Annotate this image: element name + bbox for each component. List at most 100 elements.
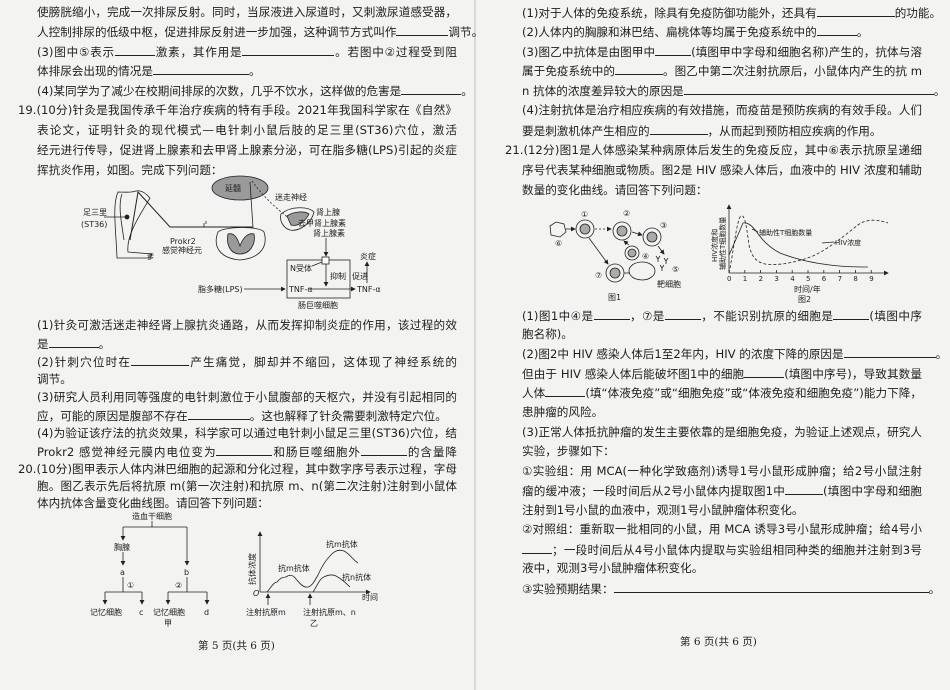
answer-blank[interactable]: [114, 43, 155, 56]
label-anti-m-first: 抗m抗体: [278, 563, 310, 573]
text-segment: 瘤的缓冲液；一段时间后从2号小鼠体内提取图1中: [522, 484, 786, 498]
answer-blank[interactable]: [593, 307, 630, 320]
label-b: b: [184, 568, 189, 577]
label-apc-6: ⑥: [555, 239, 562, 248]
text-segment: (1)对于人体的免疫系统，除具有免疫防御功能外，还具有: [522, 6, 817, 20]
text-segment: 调节。: [37, 372, 72, 386]
answer-blank[interactable]: [242, 43, 335, 56]
text-segment: 。: [98, 337, 111, 351]
text-segment: 胞名称)。: [522, 327, 573, 341]
text-segment: (填“体液免疫”或“细胞免疫”或“体液免疫和细胞免疫”)能力下降，增加人体: [585, 386, 922, 400]
text-segment: 液中，观测3号小鼠肿瘤体积变化。: [522, 561, 704, 575]
answer-blank[interactable]: [131, 353, 190, 366]
label-c: c: [139, 608, 143, 617]
hiv-concentration-curve: [728, 215, 889, 274]
text-line: 体内抗体含量变化曲线图。请回答下列问题：: [37, 495, 457, 511]
text-segment: 是: [37, 337, 49, 351]
answer-blank[interactable]: [816, 4, 895, 17]
x-tick-label: 4: [790, 275, 795, 283]
answer-blank[interactable]: [216, 443, 273, 456]
label-helper-t-cell: 辅助性T细胞数量: [759, 228, 812, 237]
answer-blank[interactable]: [396, 23, 449, 36]
x-tick-label: 3: [774, 275, 778, 283]
answer-blank[interactable]: [522, 541, 552, 554]
text-line: n 抗体的浓度差异较大的原因是。: [522, 82, 945, 98]
answer-blank[interactable]: [785, 482, 824, 495]
label-macrophage: 肠巨噬细胞: [298, 300, 338, 310]
x-tick-label: 8: [853, 275, 857, 283]
label-antibody-concentration: 抗体浓度: [247, 553, 257, 585]
label-origin: O: [253, 589, 259, 598]
text-line: 人控制排尿的低级中枢，促进排尿反射进一步加强，这种调节方式叫作调节。: [37, 23, 483, 39]
text-line: 体排尿会出现的情况是。: [37, 62, 457, 78]
x-tick-label: 1: [743, 275, 747, 283]
answer-blank[interactable]: [843, 345, 936, 358]
text-segment: 序号代表某种细胞或物质。图2是 HIV 感染人体后，血液中的 HIV 浓度和辅助…: [522, 163, 922, 177]
text-segment: 。: [928, 582, 941, 596]
fig21-hiv-graph: [726, 204, 889, 276]
text-segment: ，⑦是: [629, 309, 665, 323]
text-line: 要是刺激机体产生相应的，从而起到预防相应疾病的作用。: [522, 122, 922, 138]
medulla-shape: [211, 175, 269, 201]
text-line: 胞。图乙表示先后将抗原 m(第一次注射)和抗原 m、n(第二次注射)注射到小鼠体…: [37, 478, 457, 494]
text-segment: (3)图中⑤表示: [37, 45, 115, 59]
answer-blank[interactable]: [152, 62, 249, 75]
label-a: a: [120, 568, 125, 577]
label-cell-3: ③: [660, 221, 667, 230]
text-segment: 。: [461, 84, 473, 98]
label-target-cell: 靶细胞: [657, 279, 681, 289]
cell-2: [612, 221, 632, 241]
label-antibody-5: ⑤: [672, 265, 679, 274]
fig21-2-labels: HIV浓度和 辅助性T细胞数量 时间/年 图2 辅助性T细胞数量 HIV浓度 0…: [710, 217, 874, 304]
text-line: Prokr2 感觉神经元膜内电位变为和肠巨噬细胞外的含量降低。: [37, 443, 457, 459]
text-segment: 调节。: [448, 25, 484, 39]
answer-blank[interactable]: [613, 580, 929, 593]
label-thymus: 胸腺: [114, 542, 130, 552]
text-segment: (填图甲中字母和细胞名称)产生的，抗体与溶菌酶等均: [691, 45, 922, 59]
text-segment: 的功能。: [894, 6, 942, 20]
fig20-jia-lineage-tree: [102, 521, 210, 605]
caption-figure-2: 图2: [798, 295, 811, 304]
answer-blank[interactable]: [655, 43, 692, 56]
text-line: ③实验预期结果：。: [522, 580, 940, 596]
label-stem-cell: 造血干细胞: [132, 511, 172, 521]
answer-blank[interactable]: [683, 82, 934, 95]
text-segment: ②对照组：重新取一批相同的小鼠，用 MCA 诱导3号小鼠形成肿瘤；给4号小鼠注射: [522, 522, 922, 536]
text-segment: (2)图2中 HIV 感染人体后1至2年内，HIV 的浓度下降的原因是: [522, 347, 844, 361]
text-line: 注射到1号小鼠的血液中，观测1号小鼠肿瘤体积变化。: [522, 502, 922, 518]
label-anti-n: 抗n抗体: [342, 572, 371, 582]
label-hiv: HIV浓度: [835, 238, 861, 247]
text-line: 挥抗炎作用，如图。完成下列问题：: [37, 162, 457, 178]
text-line: (3)图乙中抗体是由图甲中(填图甲中字母和细胞名称)产生的，抗体与溶菌酶等均: [522, 43, 922, 59]
text-line: ②对照组：重新取一批相同的小鼠，用 MCA 诱导3号小鼠形成肿瘤；给4号小鼠注射: [522, 521, 922, 537]
text-line: (4)注射抗体是治疗相应疾病的有效措施，而疫苗是预防疾病的有效手段。人们接种疫苗…: [522, 102, 922, 118]
answer-blank[interactable]: [614, 62, 663, 75]
text-segment: (2)针刺穴位时在: [37, 355, 132, 369]
anti-m-curve: [266, 549, 359, 593]
label-anti-m-second: 抗m抗体: [326, 539, 358, 549]
answer-blank[interactable]: [833, 307, 870, 320]
answer-blank[interactable]: [816, 23, 857, 36]
fig20-yi-antibody-graph: [257, 531, 371, 605]
answer-blank[interactable]: [360, 443, 407, 456]
answer-blank[interactable]: [401, 82, 462, 95]
answer-blank[interactable]: [649, 122, 708, 135]
caption-jia: 甲: [164, 619, 172, 628]
label-st36-code: (ST36): [81, 220, 107, 229]
answer-blank[interactable]: [664, 307, 701, 320]
answer-blank[interactable]: [187, 407, 250, 420]
caption-figure-1: 图1: [608, 293, 621, 302]
answer-blank[interactable]: [744, 365, 785, 378]
label-sensory-neuron: 感觉神经元: [162, 245, 202, 255]
fig21-1-labels: ① ② ③ ④ ⑤ ⑥ ⑦ 靶细胞 图1: [555, 209, 681, 302]
text-line: 瘤的缓冲液；一段时间后从2号小鼠体内提取图1中(填图中字母和细胞名称)并: [522, 482, 922, 498]
text-line: 使膀胱缩小，完成一次排尿反射。同时，当尿液进入尿道时，又刺激尿道感受器，冲动再次…: [37, 4, 457, 20]
answer-blank[interactable]: [545, 384, 586, 397]
label-memory-cell-1: 记忆细胞: [90, 607, 122, 617]
text-line: 液中，观测3号小鼠肿瘤体积变化。: [522, 560, 922, 576]
answer-blank[interactable]: [48, 335, 99, 348]
label-cell-1: ①: [581, 210, 588, 219]
text-line: (1)针灸可激活迷走神经肾上腺抗炎通路，从而发挥抑制炎症的作用，该过程的效应器: [37, 317, 457, 333]
text-segment: 。: [248, 64, 261, 78]
